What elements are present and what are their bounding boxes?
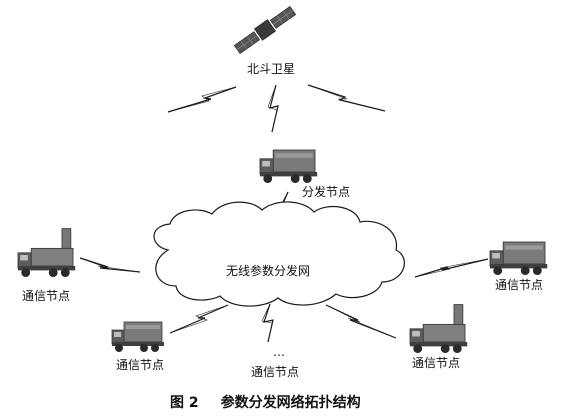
figure-caption: 图 2 参数分发网络拓扑结构	[170, 395, 361, 411]
figure-number: 图 2	[170, 395, 199, 411]
comm-node-left-label: 通信节点	[22, 289, 71, 303]
satellite-icon	[233, 5, 297, 55]
link-satellite-distribution	[269, 84, 279, 133]
comm-bottom-left-vehicle-icon	[111, 321, 165, 353]
comm-node-bottom-left-label: 通信节点	[116, 358, 165, 372]
comm-left-vehicle-icon	[17, 228, 76, 278]
comm-node-right-label: 通信节点	[495, 278, 544, 292]
link-cloud-left	[79, 257, 141, 273]
comm-right-vehicle-icon	[489, 241, 548, 276]
link-cloud-bottom-left	[169, 304, 229, 334]
figure-title: 参数分发网络拓扑结构	[220, 395, 361, 411]
satellite-label: 北斗卫星	[247, 62, 296, 76]
distribution-node-label: 分发节点	[302, 185, 351, 199]
comm-node-bottom-center-label: 通信节点	[251, 365, 300, 379]
ellipsis-label: …	[273, 345, 285, 359]
comm-node-bottom-right-label: 通信节点	[412, 356, 461, 370]
cloud-label: 无线参数分发网	[226, 264, 311, 278]
distribution-vehicle-icon	[259, 149, 318, 184]
comm-bottom-right-vehicle-icon	[409, 304, 468, 354]
wireless-links	[79, 84, 489, 343]
cloud-shape	[153, 201, 405, 307]
link-satellite-left	[167, 86, 237, 113]
